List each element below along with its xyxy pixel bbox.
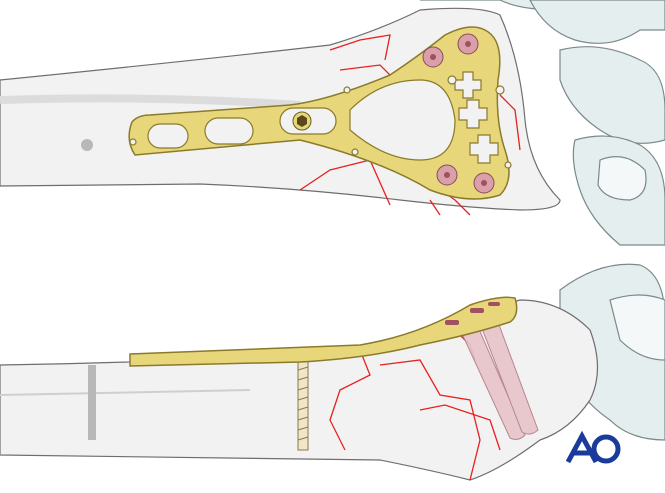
empty-locking-holes — [447, 71, 505, 164]
cortical-screw-lateral — [297, 357, 309, 451]
volar-plate-lateral — [129, 296, 518, 367]
lateral-view — [0, 263, 665, 481]
top-view — [0, 0, 665, 246]
locking-screws-top — [422, 33, 495, 194]
carpal-bones — [420, 0, 665, 246]
locking-screws-lateral — [457, 313, 539, 440]
k-wire-hole — [81, 139, 93, 151]
plate-screw-heads-lateral — [445, 302, 500, 325]
cortical-screw-head-top — [292, 111, 312, 131]
ao-logo — [565, 430, 621, 464]
plate-window — [349, 79, 456, 161]
k-wire-lateral — [88, 365, 96, 440]
